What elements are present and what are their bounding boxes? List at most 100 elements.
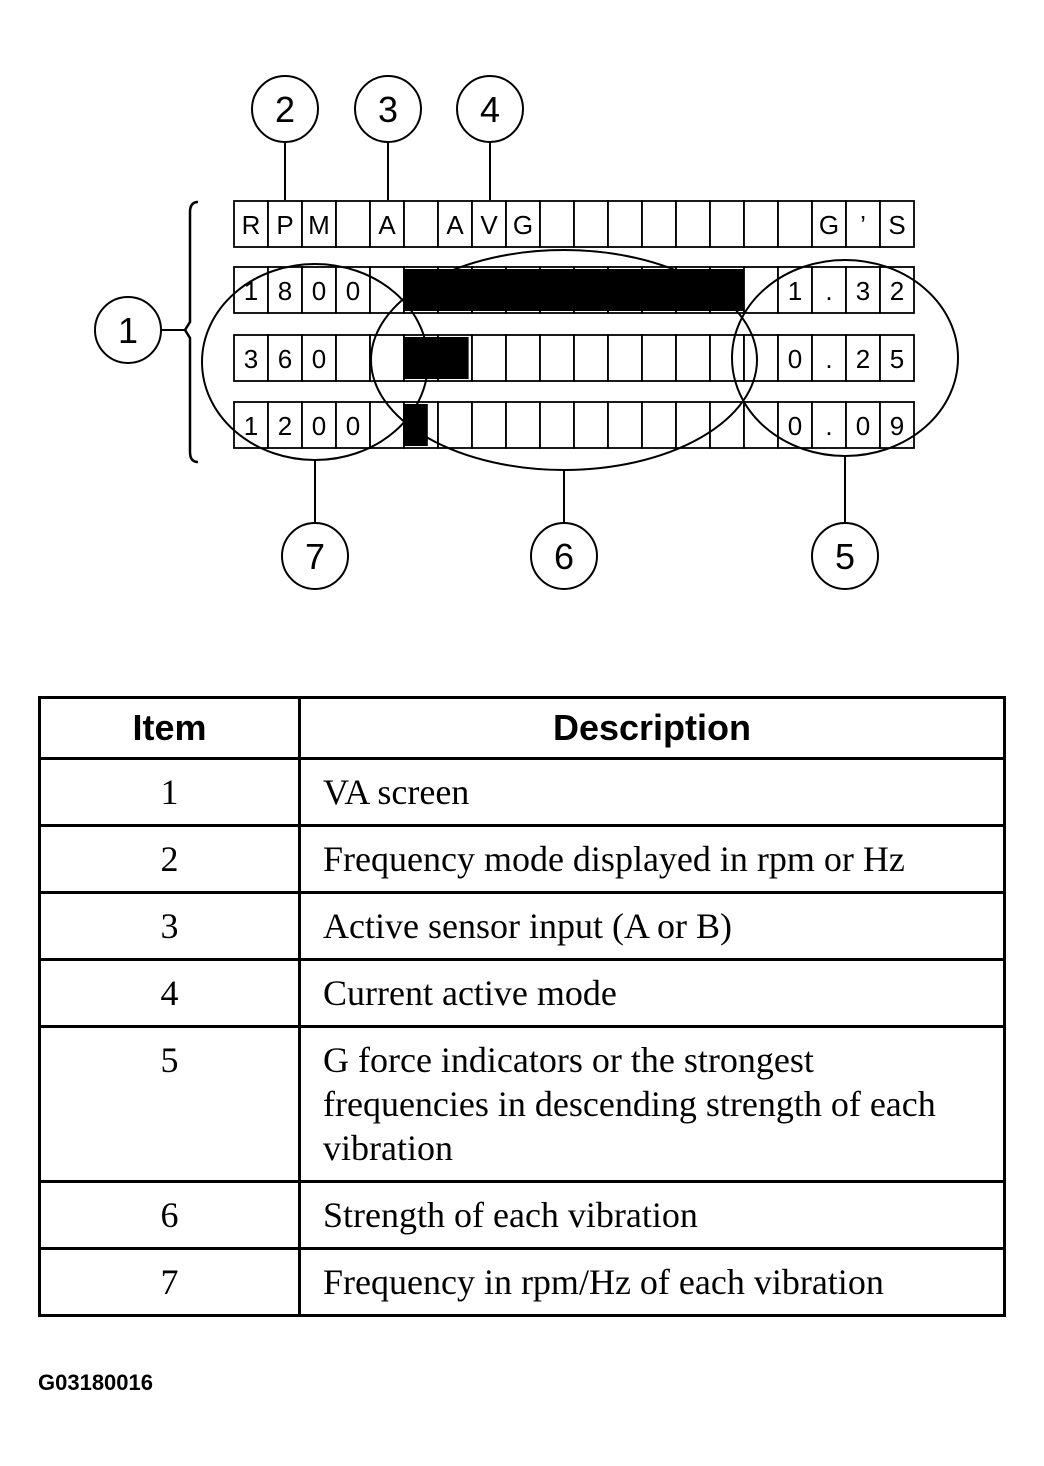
screen-character: 2 [890,276,904,306]
item-column-header: Item [38,696,301,760]
item-number: 6 [38,1180,301,1250]
callout-2: 2 [251,75,319,143]
screen-cell [607,401,643,449]
screen-cell [777,334,813,382]
screen-bracket [183,200,199,464]
screen-cell [709,334,745,382]
screen-cell [845,401,881,449]
screen-character: A [378,210,396,240]
screen-character: 0 [788,411,802,441]
screen-character: 2 [856,344,870,374]
screen-cell [675,334,711,382]
screen-cell [369,334,405,382]
header-cell [403,200,439,248]
screen-cell [743,334,779,382]
va-screen [233,200,915,449]
svg-text:2: 2 [275,89,295,130]
item-number: 5 [38,1025,301,1183]
screen-character: . [825,344,832,374]
header-cell [267,200,303,248]
header-cell [607,200,643,248]
screen-character: 8 [278,276,292,306]
screen-character: 1 [244,411,258,441]
table-row: 4 Current active mode [38,958,1006,1028]
header-cell [335,200,371,248]
screen-character: G [513,210,533,240]
svg-text:1: 1 [118,310,138,351]
figure-code: G03180016 [38,1370,153,1395]
item-description: Current active mode [298,958,1006,1028]
screen-character: 1 [788,276,802,306]
screen-character: A [446,210,464,240]
table-row: 1 VA screen [38,757,1006,827]
item-description: Frequency mode displayed in rpm or Hz [298,824,1006,894]
screen-cell [539,334,575,382]
item-number: 4 [38,958,301,1028]
screen-character: ’ [860,210,866,240]
screen-character: 0 [346,276,360,306]
header-cell [777,200,813,248]
screen-character: S [888,210,905,240]
screen-cell [573,334,609,382]
legend-table: Item Description 1 VA screen 2 Frequency… [38,696,1006,1317]
header-cell [675,200,711,248]
screen-cell [539,401,575,449]
screen-cell [879,401,915,449]
item-description: Strength of each vibration [298,1180,1006,1250]
callout-3: 3 [354,75,422,143]
screen-character: P [276,210,293,240]
table-row: 3 Active sensor input (A or B) [38,891,1006,961]
screen-cell [811,401,847,449]
screen-cell [471,401,507,449]
screen-cell [437,401,473,449]
item-description: Frequency in rpm/Hz of each vibration [298,1247,1006,1317]
screen-cell [641,334,677,382]
screen-character: 0 [788,344,802,374]
table-row: 5 G force indicators or the strongest fr… [38,1025,1006,1183]
header-cell [845,200,881,248]
screen-cell [879,334,915,382]
screen-cell [505,334,541,382]
callout-7: 7 [281,522,349,590]
item-description: VA screen [298,757,1006,827]
screen-character: G [819,210,839,240]
screen-cell [607,334,643,382]
strength-bar [404,337,469,379]
screen-character: 3 [856,276,870,306]
screen-cell [573,401,609,449]
screen-cell [845,266,881,314]
item-number: 3 [38,891,301,961]
item-number: 7 [38,1247,301,1317]
screen-character: R [242,210,261,240]
item-description: G force indicators or the strongest freq… [298,1025,1006,1183]
screen-cell [879,266,915,314]
svg-text:6: 6 [554,536,574,577]
screen-character: M [308,210,330,240]
table-row: 2 Frequency mode displayed in rpm or Hz [38,824,1006,894]
callout-6: 6 [530,522,598,590]
screen-character: V [480,210,498,240]
screen-character: 0 [346,411,360,441]
screen-cell [233,334,269,382]
screen-character: . [825,276,832,306]
screen-cell [301,334,337,382]
legend-header-row: Item Description [38,696,1006,760]
screen-character: 0 [856,411,870,441]
header-cell [743,200,779,248]
callout-1: 1 [94,296,162,364]
header-cell [539,200,575,248]
screen-cell [709,401,745,449]
screen-character: . [825,411,832,441]
screen-cell [369,266,405,314]
screen-cell [845,334,881,382]
svg-text:7: 7 [305,536,325,577]
screen-character: 3 [244,344,258,374]
table-row: 7 Frequency in rpm/Hz of each vibration [38,1247,1006,1317]
screen-character: 9 [890,411,904,441]
screen-character: 6 [278,344,292,374]
header-cell [709,200,745,248]
svg-text:5: 5 [835,536,855,577]
screen-character: 0 [312,411,326,441]
